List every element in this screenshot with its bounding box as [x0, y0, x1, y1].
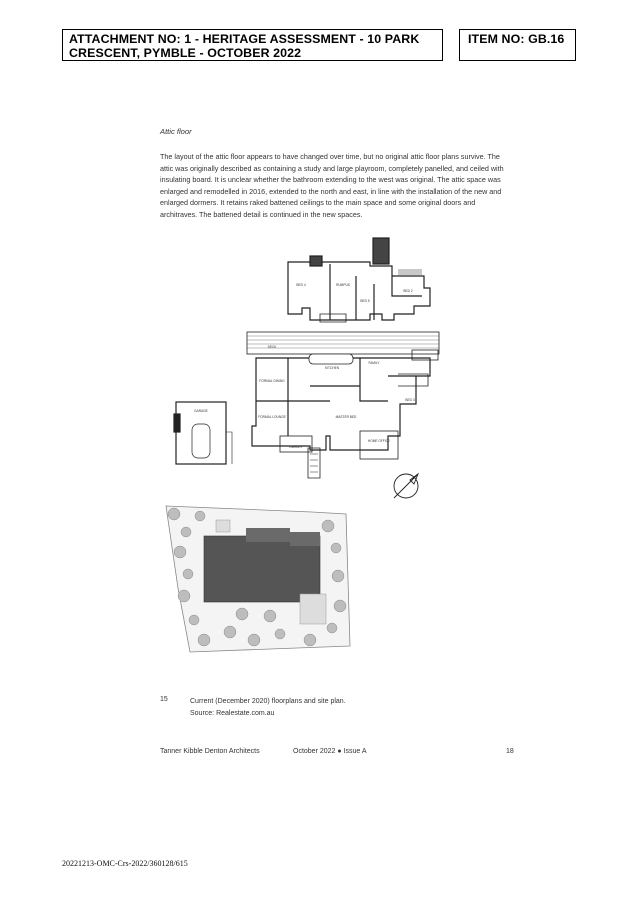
footer-firm: Tanner Kibble Denton Architects — [160, 748, 260, 755]
label-formal-dining: FORMAL DINING — [259, 379, 285, 383]
label-deck: DECK — [268, 345, 278, 349]
attachment-title-box: ATTACHMENT NO: 1 - HERITAGE ASSESSMENT -… — [62, 29, 443, 61]
floorplan-drawing: BED 4 RUMPUS BED 5 BED 2 DECK KITCHEN FA… — [165, 237, 440, 653]
section-title: Attic floor — [160, 127, 192, 136]
figure-caption-line1: Current (December 2020) floorplans and s… — [190, 698, 346, 705]
body-paragraph: The layout of the attic floor appears to… — [160, 152, 504, 219]
label-bed3: BED 3 — [405, 398, 414, 402]
figure-caption: Current (December 2020) floorplans and s… — [190, 696, 346, 720]
label-attic-rumpus: RUMPUS — [336, 283, 350, 287]
ground-floor-plan — [246, 331, 440, 479]
label-kitchen: KITCHEN — [325, 366, 340, 370]
figure-number: 15 — [160, 696, 168, 703]
label-home-office: HOME OFFICE — [368, 439, 390, 443]
item-number-box: ITEM NO: GB.16 — [459, 29, 576, 61]
label-family: FAMILY — [368, 361, 380, 365]
figure-caption-source: Source: Realestate.com.au — [190, 710, 275, 717]
label-formal-lounge: FORMAL LOUNGE — [258, 415, 286, 419]
north-arrow — [393, 472, 420, 499]
attachment-title-line2: CRESCENT, PYMBLE - OCTOBER 2022 — [69, 46, 302, 60]
footer-page-number: 18 — [506, 748, 514, 755]
label-library: LIBRARY — [289, 445, 303, 449]
footer-date-issue: October 2022 ● Issue A — [293, 748, 367, 755]
label-attic-bed5: BED 5 — [360, 299, 369, 303]
floorplan-figure: BED 4 RUMPUS BED 5 BED 2 DECK KITCHEN FA… — [160, 236, 510, 686]
site-plan — [165, 505, 351, 653]
item-number: ITEM NO: GB.16 — [468, 32, 565, 46]
label-garage: GARAGE — [194, 409, 208, 413]
label-attic-bed4: BED 4 — [296, 283, 305, 287]
label-master-bed: MASTER BED — [336, 415, 357, 419]
document-reference: 20221213-OMC-Crs-2022/360128/615 — [62, 859, 188, 868]
attic-floor-plan — [287, 237, 431, 323]
label-attic-bed2: BED 2 — [403, 289, 412, 293]
garage-plan — [173, 401, 233, 465]
attachment-title-line1: ATTACHMENT NO: 1 - HERITAGE ASSESSMENT -… — [69, 32, 420, 46]
